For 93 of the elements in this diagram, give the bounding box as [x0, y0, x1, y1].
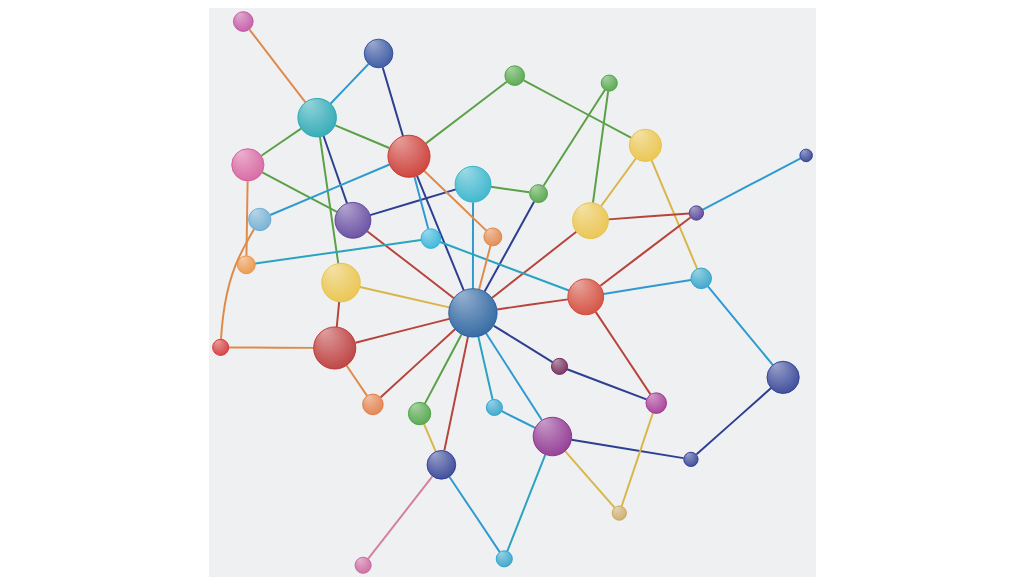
connector — [366, 475, 433, 560]
node-circle — [532, 416, 572, 457]
connector — [318, 135, 339, 265]
node-circle — [645, 392, 667, 414]
connector — [607, 212, 690, 221]
node-circle — [296, 97, 337, 138]
connector — [495, 298, 569, 311]
connector — [471, 201, 474, 290]
node-circle — [550, 357, 568, 375]
connector — [423, 333, 462, 405]
node-circle — [566, 278, 604, 316]
connector — [415, 174, 465, 292]
connector — [424, 80, 508, 145]
connector — [563, 450, 616, 509]
connector — [602, 279, 692, 295]
connector — [565, 368, 647, 401]
node-circle — [682, 451, 699, 467]
node-circle — [611, 505, 627, 521]
node-circle — [482, 227, 502, 247]
connector — [570, 438, 684, 460]
node-circle — [798, 148, 813, 163]
connector — [365, 230, 455, 299]
node-circle — [600, 74, 618, 92]
node-circle — [232, 11, 254, 32]
connector — [620, 412, 654, 508]
node-circle — [320, 262, 361, 303]
node-circle — [528, 184, 548, 203]
node-circle — [354, 556, 372, 574]
connector — [522, 79, 632, 139]
node-circle — [334, 201, 371, 239]
node-circle — [485, 398, 503, 416]
connector — [701, 157, 802, 211]
connector — [259, 127, 302, 157]
connector — [422, 423, 437, 453]
node-circle — [312, 326, 356, 370]
connector — [345, 364, 368, 397]
node-circle — [689, 267, 712, 290]
connector — [358, 285, 450, 309]
connector — [695, 387, 772, 456]
connector — [248, 28, 306, 104]
connector — [542, 89, 606, 187]
connector — [353, 317, 450, 344]
node-circle — [454, 165, 491, 203]
connector — [447, 475, 501, 554]
node-circle — [236, 255, 256, 275]
connector — [381, 66, 404, 137]
connector — [322, 135, 348, 205]
connector — [492, 324, 553, 364]
connector — [483, 200, 535, 293]
connector — [413, 176, 429, 230]
node-circle — [387, 134, 430, 178]
connector — [650, 159, 698, 270]
connector — [477, 244, 492, 291]
connector — [505, 453, 546, 553]
connector — [333, 124, 390, 149]
node-circle — [503, 65, 525, 86]
connector — [442, 335, 469, 452]
node-circle — [766, 360, 800, 394]
connector — [594, 310, 651, 396]
node-circle — [420, 228, 441, 249]
node-circle — [361, 393, 384, 416]
node-circle — [211, 338, 229, 356]
connector — [219, 228, 255, 341]
node-circle — [628, 128, 662, 162]
connector — [422, 170, 487, 232]
connector — [484, 332, 543, 422]
connector — [379, 328, 456, 399]
connector — [438, 241, 570, 292]
connector — [335, 300, 340, 328]
node-circle — [407, 401, 431, 426]
node-circle — [571, 202, 609, 240]
node-circle — [230, 148, 264, 182]
connector — [329, 63, 369, 105]
node-circle — [363, 38, 393, 69]
connector — [706, 285, 774, 366]
connector — [260, 171, 338, 213]
connector — [244, 180, 249, 257]
node-circle — [426, 450, 456, 480]
node-circle — [688, 205, 704, 221]
connector — [268, 163, 391, 216]
connector — [598, 216, 691, 287]
node-circle — [447, 288, 498, 338]
connector — [368, 188, 457, 217]
connector — [591, 90, 609, 204]
connector — [253, 239, 422, 265]
connector — [500, 410, 536, 429]
node-circle — [247, 207, 271, 232]
connector — [476, 335, 494, 401]
connector — [490, 230, 577, 299]
connector — [489, 185, 530, 194]
connector — [599, 157, 637, 208]
node-circle — [495, 550, 513, 568]
connector — [227, 346, 314, 349]
